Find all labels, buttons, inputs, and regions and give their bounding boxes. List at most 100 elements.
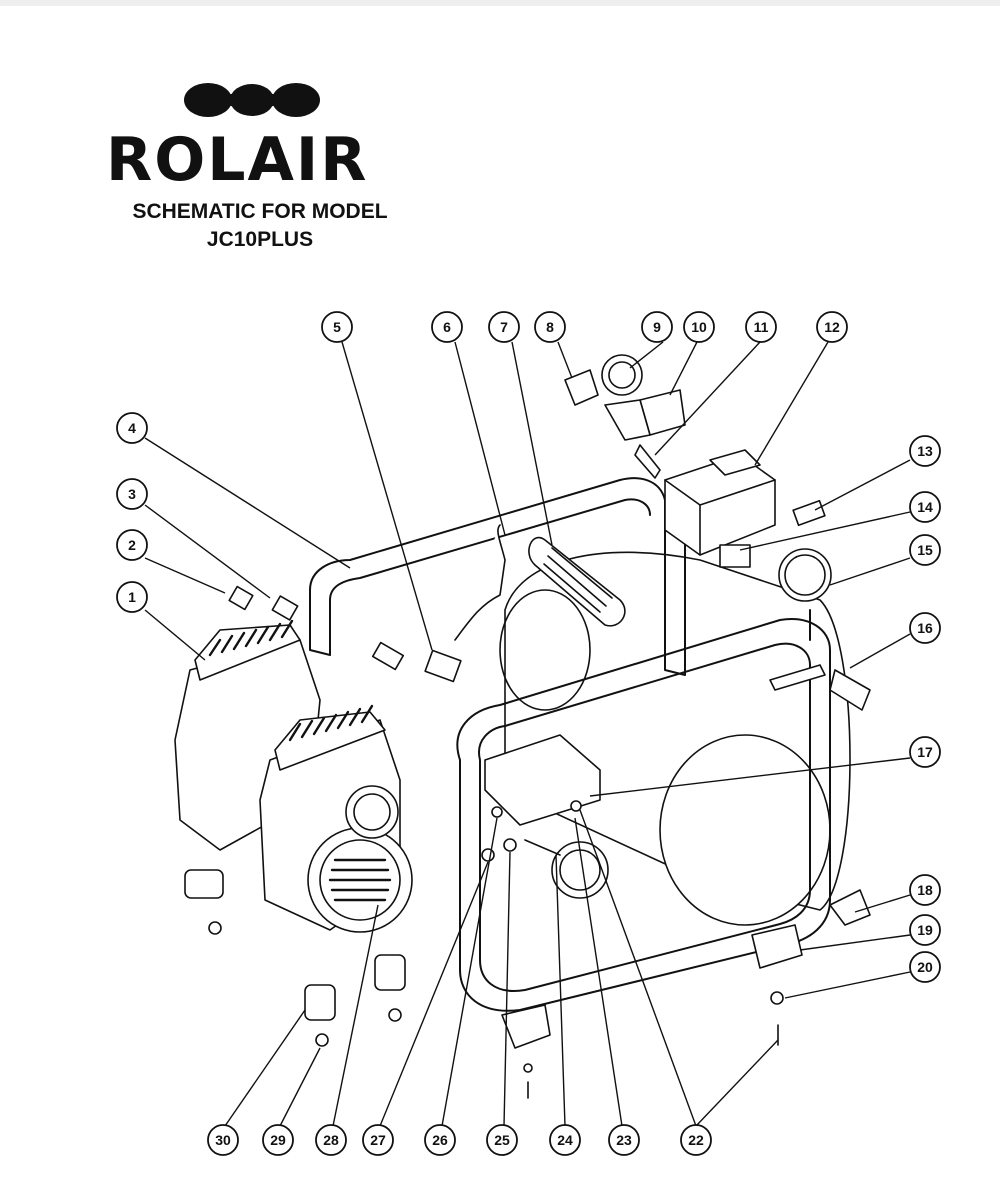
- callout-label: 6: [443, 319, 451, 335]
- callout-24: 24: [549, 1124, 581, 1156]
- callout-label: 17: [917, 744, 933, 760]
- callout-circle: [683, 311, 715, 343]
- callout-circle: [909, 435, 941, 467]
- callout-circle: [207, 1124, 239, 1156]
- callout-circle: [116, 412, 148, 444]
- callout-circle: [909, 491, 941, 523]
- callout-circle: [116, 529, 148, 561]
- callout-10: 10: [683, 311, 715, 343]
- callout-29: 29: [262, 1124, 294, 1156]
- callout-label: 27: [370, 1132, 386, 1148]
- callout-13: 13: [909, 435, 941, 467]
- callout-label: 8: [546, 319, 554, 335]
- callout-label: 10: [691, 319, 707, 335]
- callout-27: 27: [362, 1124, 394, 1156]
- callout-label: 1: [128, 589, 136, 605]
- model-number: JC10PLUS: [206, 228, 314, 251]
- callout-label: 24: [557, 1132, 573, 1148]
- callout-17: 17: [909, 736, 941, 768]
- rolair-logo: [184, 83, 320, 117]
- callout-3: 3: [116, 478, 148, 510]
- callout-28: 28: [315, 1124, 347, 1156]
- callout-label: 19: [917, 922, 933, 938]
- callout-label: 23: [616, 1132, 632, 1148]
- callout-16: 16: [909, 612, 941, 644]
- callout-label: 12: [824, 319, 840, 335]
- callout-9: 9: [641, 311, 673, 343]
- callout-circle: [116, 581, 148, 613]
- fittings: [228, 499, 871, 926]
- logo-wave-icon: [184, 83, 320, 117]
- callout-label: 28: [323, 1132, 339, 1148]
- callout-label: 2: [128, 537, 136, 553]
- callout-circle: [641, 311, 673, 343]
- pressure-switch: [664, 449, 776, 556]
- callout-25: 25: [486, 1124, 518, 1156]
- callout-circle: [488, 311, 520, 343]
- callout-label: 14: [917, 499, 933, 515]
- callout-label: 20: [917, 959, 933, 975]
- callout-23: 23: [608, 1124, 640, 1156]
- callout-label: 30: [215, 1132, 231, 1148]
- callout-circle: [680, 1124, 712, 1156]
- callout-circle: [909, 951, 941, 983]
- callout-7: 7: [488, 311, 520, 343]
- callout-12: 12: [816, 311, 848, 343]
- callout-label: 7: [500, 319, 508, 335]
- callout-circle: [816, 311, 848, 343]
- callout-5: 5: [321, 311, 353, 343]
- handle-grip: [528, 536, 626, 627]
- callout-18: 18: [909, 874, 941, 906]
- callout-label: 22: [688, 1132, 704, 1148]
- roll-cage-frame: [309, 477, 831, 1012]
- callout-15: 15: [909, 534, 941, 566]
- callout-label: 13: [917, 443, 933, 459]
- callout-label: 11: [754, 319, 769, 335]
- callout-circle: [262, 1124, 294, 1156]
- callout-circle: [315, 1124, 347, 1156]
- callout-circle: [424, 1124, 456, 1156]
- callout-label: 3: [128, 486, 136, 502]
- callout-circle: [362, 1124, 394, 1156]
- callout-14: 14: [909, 491, 941, 523]
- pressure-gauge: [778, 548, 832, 602]
- callout-label: 9: [653, 319, 661, 335]
- callout-19: 19: [909, 914, 941, 946]
- callout-circle: [549, 1124, 581, 1156]
- check-valve: [484, 734, 609, 899]
- callout-label: 26: [432, 1132, 448, 1148]
- callout-1: 1: [116, 581, 148, 613]
- callout-6: 6: [431, 311, 463, 343]
- cooling-fins: [208, 619, 392, 902]
- brand-wordmark: ROLAIR: [106, 125, 369, 195]
- callout-26: 26: [424, 1124, 456, 1156]
- callout-label: 5: [333, 319, 341, 335]
- callout-22: 22: [680, 1124, 712, 1156]
- callout-circle: [116, 478, 148, 510]
- callout-8: 8: [534, 311, 566, 343]
- callout-2: 2: [116, 529, 148, 561]
- callout-circle: [909, 612, 941, 644]
- callout-circle: [534, 311, 566, 343]
- top-border: [0, 0, 1000, 6]
- callout-circle: [909, 736, 941, 768]
- callout-circle: [486, 1124, 518, 1156]
- callout-label: 18: [917, 882, 933, 898]
- callout-circle: [431, 311, 463, 343]
- callout-circle: [608, 1124, 640, 1156]
- callout-circle: [909, 914, 941, 946]
- callout-label: 16: [917, 620, 933, 636]
- callout-circle: [745, 311, 777, 343]
- leader-lines: [144, 341, 911, 1127]
- callout-4: 4: [116, 412, 148, 444]
- callout-circle: [321, 311, 353, 343]
- callout-circle: [909, 534, 941, 566]
- callout-11: 11: [745, 311, 777, 343]
- callout-label: 25: [494, 1132, 510, 1148]
- callout-30: 30: [207, 1124, 239, 1156]
- callout-label: 15: [917, 542, 933, 558]
- rubber-feet: [184, 869, 803, 1099]
- callout-20: 20: [909, 951, 941, 983]
- regulator-assembly: [564, 354, 686, 479]
